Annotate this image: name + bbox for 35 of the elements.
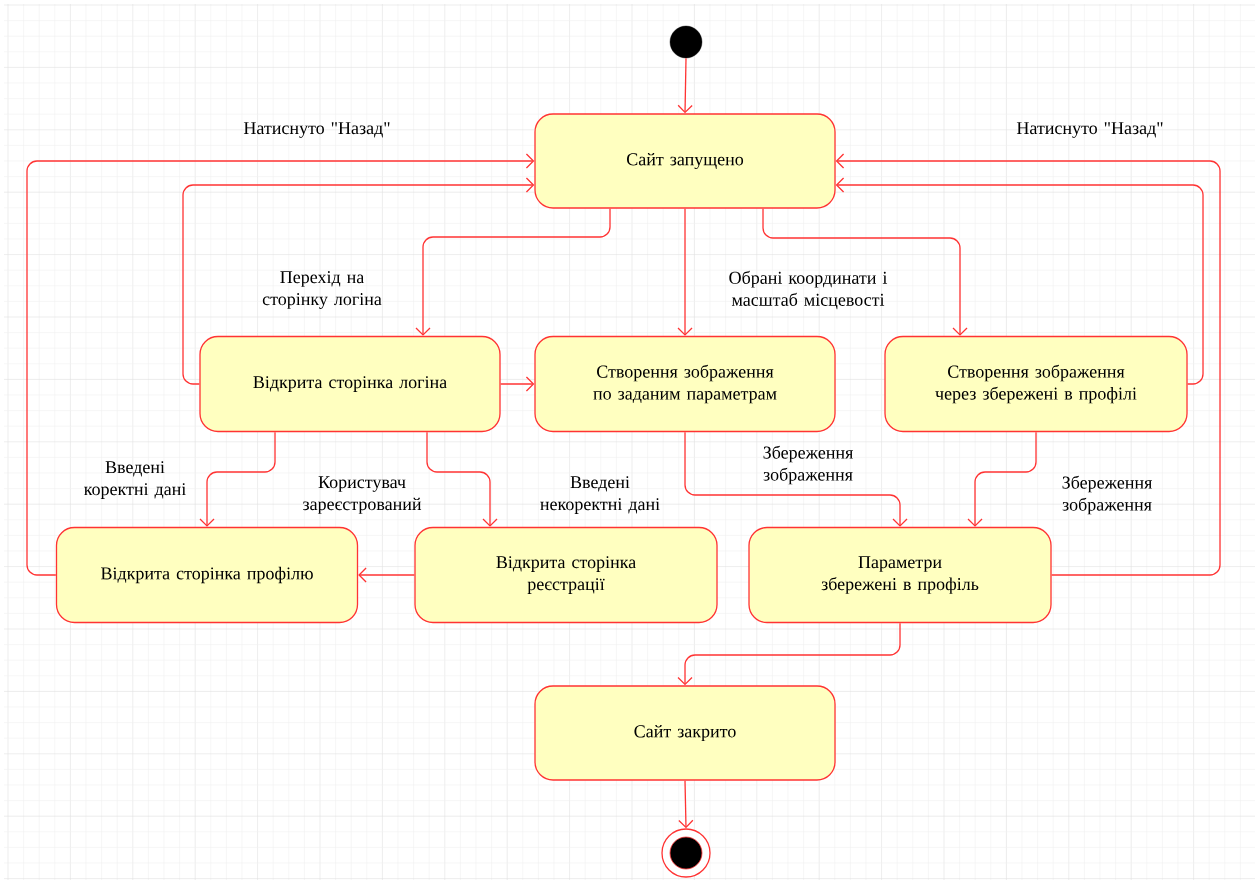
arrow [684, 431, 908, 527]
arrow [426, 431, 498, 527]
arrow [677, 208, 693, 336]
edge-label: Натиснуто "Назад" [1016, 122, 1163, 138]
state-box: Відкрита сторінка реєстрації [414, 526, 718, 624]
state-box: Сайт запущено [534, 113, 836, 209]
edge-label: Збереження зображення [763, 445, 853, 485]
arrow [678, 780, 694, 829]
edge-label: Обрані координати і масштаб місцевості [729, 270, 888, 310]
state-box: Відкрита сторінка профілю [55, 526, 359, 624]
arrow [415, 208, 611, 336]
arrow [182, 177, 535, 385]
note-label: Користувач зареєстрований [303, 476, 422, 514]
arrow [677, 57, 693, 114]
arrow [762, 208, 968, 336]
arrow [199, 431, 276, 527]
final-state [661, 828, 711, 878]
arrow [500, 376, 535, 392]
edge-label: Введені некоректні дані [540, 476, 660, 514]
state-box: Параметри збережені в профіль [748, 526, 1052, 624]
edge-label: Натиснуто "Назад" [243, 122, 390, 138]
state-box: Відкрита сторінка логіна [199, 335, 501, 433]
edge-label: Збереження зображення [1062, 475, 1152, 515]
arrow [835, 153, 1221, 576]
arrow [835, 177, 1204, 385]
arrow [26, 153, 535, 576]
arrow [358, 567, 415, 583]
state-box: Сайт закрито [534, 685, 836, 781]
initial-state [669, 25, 703, 59]
state-box: Створення зображення через збережені в профілі [884, 335, 1188, 433]
state-box: Створення зображення по заданим параметрам [534, 335, 836, 433]
edge-label: Перехід на сторінку логіна [262, 271, 382, 309]
arrow [677, 622, 901, 686]
arrow [967, 431, 1037, 527]
edge-label: Введені коректні дані [84, 461, 186, 499]
